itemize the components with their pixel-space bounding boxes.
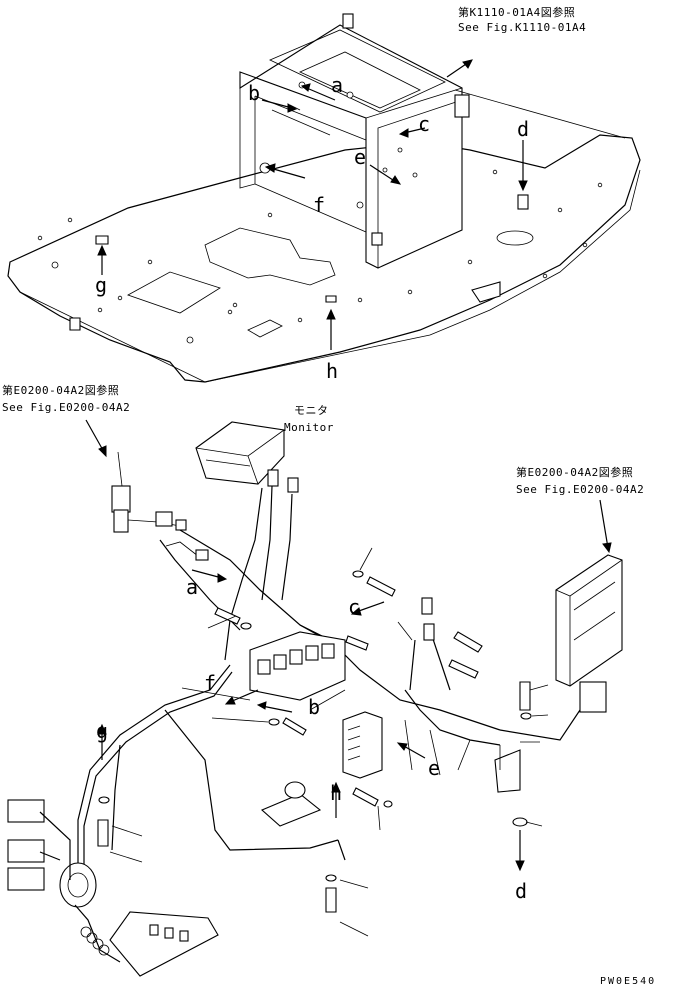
callout-lower-a: a <box>186 575 198 599</box>
floor-holes <box>37 169 603 344</box>
callout-upper-f: f <box>313 193 325 217</box>
fasteners <box>97 570 532 913</box>
ref-left-jp: 第E0200-04A2図参照 <box>2 383 119 397</box>
tab-left <box>69 317 81 331</box>
monitor-label-en: Monitor <box>284 421 334 434</box>
callout-lower-b: b <box>308 695 320 719</box>
control-box-frame <box>239 13 626 269</box>
left-connectors <box>111 451 209 561</box>
fuse-box <box>342 711 383 779</box>
callout-lower-d: d <box>515 879 527 903</box>
connector-strip <box>74 904 219 977</box>
clip-h <box>325 295 337 303</box>
callout-lower-e: e <box>428 756 440 780</box>
monitor-label-jp: モニタ <box>294 404 329 417</box>
floor-plate <box>7 134 641 383</box>
switch-plate <box>260 781 322 827</box>
callout-upper-b: b <box>248 81 260 105</box>
ref-left-en: See Fig.E0200-04A2 <box>2 401 130 414</box>
callout-lower-g: g <box>96 719 108 743</box>
callout-upper-d: d <box>517 117 529 141</box>
monitor-unit <box>195 421 299 493</box>
callout-upper-e: e <box>354 145 366 169</box>
callout-upper-g: g <box>95 273 107 297</box>
horn-assembly <box>7 799 97 908</box>
callout-lower-f: f <box>204 671 216 695</box>
callout-upper-h: h <box>326 359 338 383</box>
ref-top-right-en: See Fig.K1110-01A4 <box>458 21 586 34</box>
callout-upper-a: a <box>331 73 343 97</box>
upper-arrows <box>97 59 528 350</box>
controller-right <box>555 554 623 713</box>
ref-right-jp: 第E0200-04A2図参照 <box>516 465 633 479</box>
drawing-code: PW0E540 <box>600 976 656 987</box>
callout-upper-c: c <box>418 112 430 136</box>
relay-block <box>249 631 346 701</box>
callout-lower-h: h <box>330 781 342 805</box>
clip-g <box>95 235 109 245</box>
grommet-d <box>517 194 529 210</box>
callout-lower-c: c <box>348 595 360 619</box>
bracket-right <box>471 281 501 303</box>
ref-top-right-jp: 第K1110-01A4図参照 <box>458 5 575 19</box>
ref-right-en: See Fig.E0200-04A2 <box>516 483 644 496</box>
lower-arrows <box>85 419 612 872</box>
leader-lines <box>109 547 549 937</box>
